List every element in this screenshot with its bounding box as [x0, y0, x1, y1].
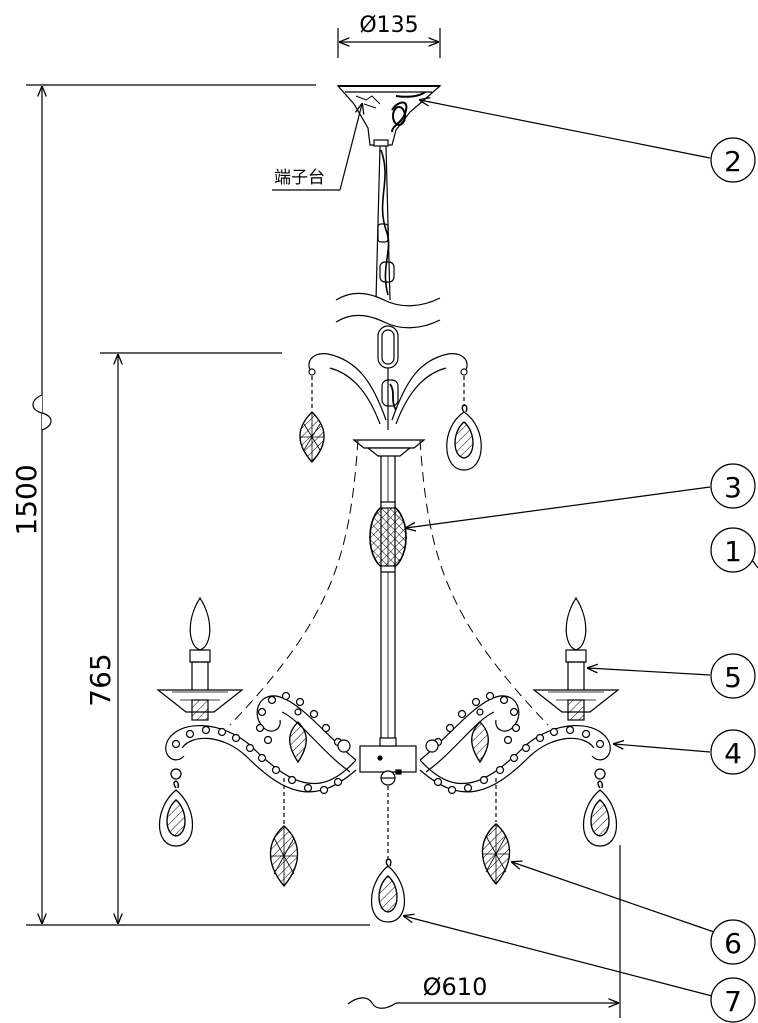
body-height-dimension: 765 [84, 352, 282, 923]
callout-7-number: 7 [724, 985, 742, 1018]
canopy-diameter-dimension: Ø135 [337, 13, 441, 58]
terminal-block-label: 端子台 [274, 168, 325, 188]
callout-4: 4 [614, 729, 756, 775]
callout-5: 5 [588, 653, 756, 699]
top-left-crystal [299, 411, 325, 463]
callout-3: 3 [406, 463, 756, 528]
left-candle [156, 596, 244, 721]
lower-left-crystal [269, 778, 299, 887]
body-height-label: 765 [84, 653, 117, 706]
callout-6: 6 [512, 862, 756, 965]
callout-2: 2 [420, 100, 756, 183]
callout-7: 7 [404, 916, 756, 1023]
arm-crystal-left [289, 708, 307, 764]
upper-arms [308, 353, 468, 425]
bottom-center-teardrop [370, 786, 406, 923]
callout-2-number: 2 [724, 145, 742, 178]
terminal-block-annotation: 端子台 [272, 104, 362, 191]
center-cut-crystal [369, 501, 407, 573]
canopy-diameter-label: Ø135 [359, 13, 418, 38]
body-diameter-label: Ø610 [423, 973, 488, 1001]
suspension-chain [333, 145, 442, 430]
overall-height-label: 1500 [10, 464, 43, 535]
callout-6-number: 6 [724, 927, 742, 960]
right-candle [532, 596, 620, 721]
callout-3-number: 3 [724, 471, 742, 504]
upper-bobeche [352, 439, 426, 457]
callout-1-number: 1 [724, 535, 742, 568]
center-stem [380, 456, 396, 748]
callout-1: 1 [710, 527, 758, 573]
callout-5-number: 5 [724, 661, 742, 694]
outer-right-teardrop [582, 768, 618, 847]
body-diameter-dimension: Ø610 [347, 845, 621, 1018]
dashed-outline [229, 439, 549, 726]
center-body [359, 737, 417, 786]
top-right-crystal [446, 404, 482, 471]
overall-height-dimension: 1500 [10, 84, 370, 926]
outer-left-teardrop [158, 768, 194, 847]
callout-4-number: 4 [724, 737, 742, 770]
lower-right-crystal [481, 778, 511, 885]
lower-arms [165, 691, 611, 795]
arm-crystal-right [471, 708, 489, 764]
ceiling-canopy [336, 85, 442, 147]
